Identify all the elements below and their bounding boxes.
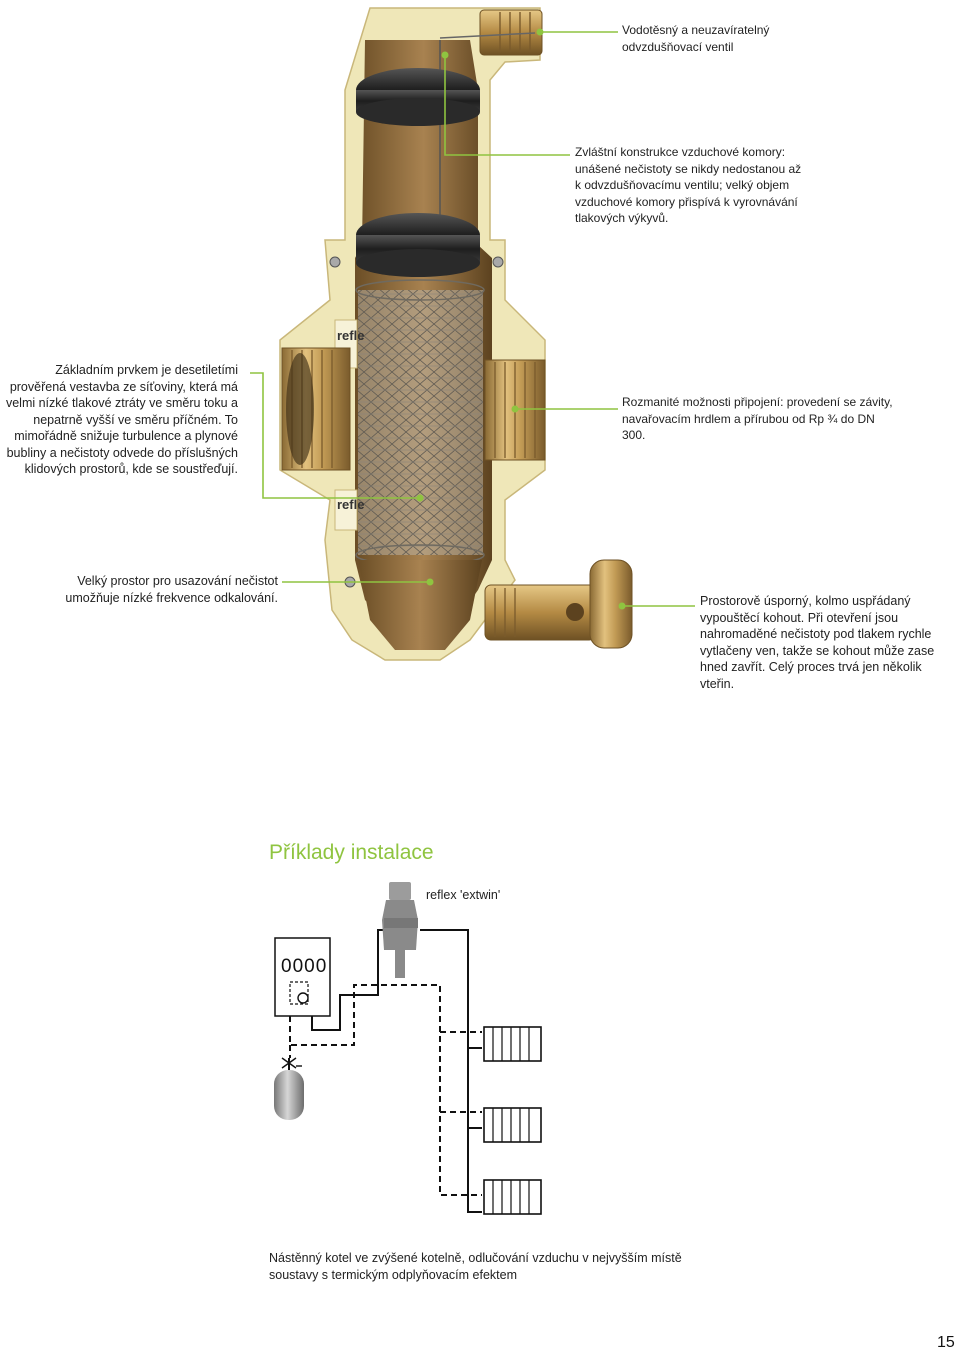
callout-sediment-space: Velký prostor pro usazování nečistot umo… (65, 574, 278, 605)
installation-diagram (274, 882, 542, 1215)
callout-leaders (250, 31, 695, 607)
boiler-display: 0000 (281, 956, 328, 977)
diagram-caption: Nástěnný kotel ve zvýšené kotelně, odluč… (269, 1251, 682, 1282)
callout-connections: Rozmanité možnosti připojení: provedení … (622, 395, 893, 442)
extwin-label: reflex 'extwin' (426, 888, 501, 902)
callout-mesh-insert: Základním prvkem je desetiletími prověře… (5, 363, 238, 476)
callout-air-chamber: Zvláštní konstrukce vzduchové komory: un… (575, 145, 802, 225)
page-number: 15 (937, 1334, 955, 1351)
callout-dots (416, 28, 626, 610)
callout-drain-valve: Prostorově úsporný, kolmo uspřádaný vypo… (700, 594, 935, 691)
section-title: Příklady instalace (269, 841, 434, 864)
valve-icon (281, 1057, 297, 1069)
callout-vent-valve: Vodotěsný a neuzavíratelný odvzdušňovací… (622, 23, 770, 54)
expansion-vessel (274, 1070, 304, 1120)
pump-icon (297, 992, 309, 1004)
air-dirt-separator (279, 7, 633, 661)
product-brand-label-lower: refle (337, 497, 365, 512)
product-brand-label: refle (337, 328, 365, 343)
extwin-device-icon (382, 882, 418, 978)
